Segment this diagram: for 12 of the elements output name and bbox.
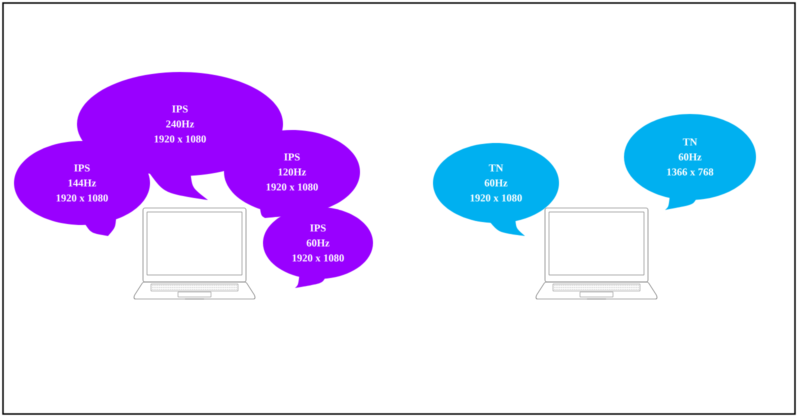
node-label: 240Hz (166, 120, 194, 128)
node-label: IPS (284, 153, 300, 161)
speech-bubble: IPS 144Hz 1920 x 1080 (14, 141, 150, 236)
node-label: IPS (310, 224, 326, 232)
node-label: 1920 x 1080 (292, 254, 344, 262)
speech-bubble: TN 60Hz 1920 x 1080 (433, 143, 559, 236)
node-label: IPS (172, 105, 188, 113)
speech-bubble: IPS 120Hz 1920 x 1080 (224, 130, 360, 218)
speech-bubble: IPS 60Hz 1920 x 1080 (263, 207, 373, 288)
speech-bubble: TN 60Hz 1366 x 768 (624, 114, 756, 210)
node-label: 1920 x 1080 (154, 135, 206, 143)
node-label: 60Hz (306, 239, 330, 247)
